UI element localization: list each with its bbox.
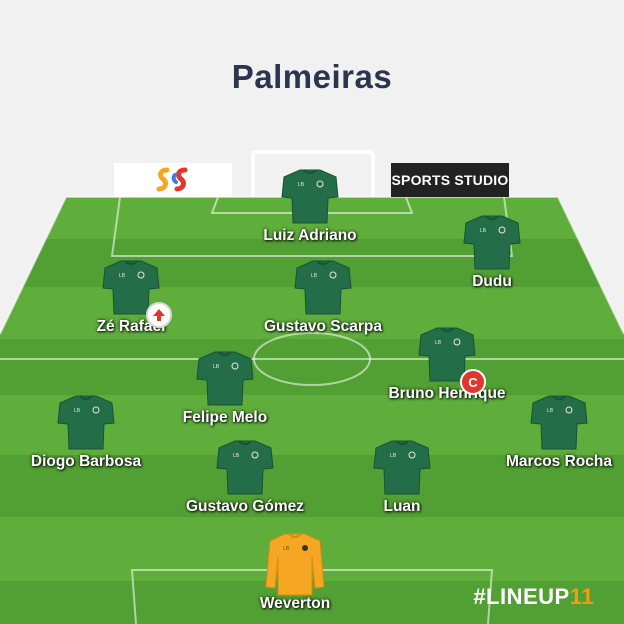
player-bruno-henrique[interactable]: LB Bruno Henrique C [367,325,527,403]
jersey-icon: LB [530,395,588,450]
jersey-icon: LB [281,169,339,224]
player-name: Luiz Adriano [263,227,357,244]
jersey-icon: LB [57,395,115,450]
player-weverton[interactable]: LB Weverton [215,531,375,613]
svg-text:LB: LB [298,182,305,188]
player-luan[interactable]: LB Luan [322,438,482,516]
svg-text:LB: LB [480,228,487,234]
sponsor-board-right: SPORTS STUDIO [391,163,509,197]
player-name: Weverton [259,595,331,612]
player-name: Marcos Rocha [506,453,612,470]
player-marcos-rocha[interactable]: LB Marcos Rocha [479,393,624,471]
player-luiz-adriano[interactable]: LB Luiz Adriano [230,167,390,245]
goalkeeper-jersey-icon: LB [265,533,325,596]
player-name: Luan [383,498,421,515]
svg-text:LB: LB [213,364,220,370]
jersey-icon: LB [418,327,476,382]
jersey-icon: LB [294,260,352,315]
player-name: Gustavo Gómez [186,498,304,515]
jersey-icon: LB [216,440,274,495]
player-gustavo-gomez[interactable]: LB Gustavo Gómez [165,438,325,516]
player-gustavo-scarpa[interactable]: LB Gustavo Scarpa [243,258,403,336]
player-name: Dudu [472,273,512,290]
svg-text:LB: LB [435,340,442,346]
player-felipe-melo[interactable]: LB Felipe Melo [145,349,305,427]
player-name: Felipe Melo [182,409,268,426]
player-ze-rafael[interactable]: LB Zé Rafael [51,258,211,336]
substitution-arrow-up-icon [146,302,172,328]
svg-text:LB: LB [119,273,126,279]
svg-text:LB: LB [233,453,240,459]
jersey-icon: LB [102,260,160,315]
lineup11-logo: #LINEUP11 [473,584,594,609]
team-title: Palmeiras [231,58,393,95]
player-name: Gustavo Scarpa [263,318,383,335]
player-name: Zé Rafael [96,318,166,335]
sponsor-logo [156,167,188,192]
captain-badge: C [460,369,486,395]
svg-text:LB: LB [311,273,318,279]
jersey-icon: LB [463,215,521,270]
player-dudu[interactable]: LB Dudu [412,213,572,291]
player-name: Diogo Barbosa [30,453,142,470]
player-diogo-barbosa[interactable]: LB Diogo Barbosa [6,393,166,471]
jersey-icon: LB [373,440,431,495]
svg-text:LB: LB [390,453,397,459]
svg-text:LB: LB [74,408,81,414]
sponsor-board-left [114,163,232,197]
svg-text:LB: LB [283,546,290,552]
svg-text:LB: LB [547,408,554,414]
jersey-icon: LB [196,351,254,406]
